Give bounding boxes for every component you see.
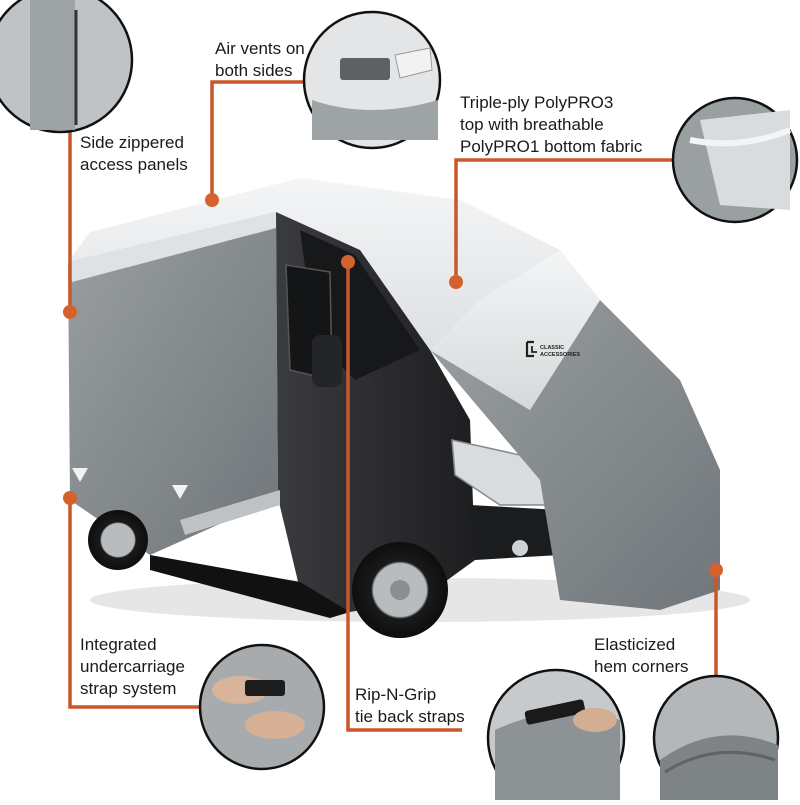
vent-detail-image [302, 10, 442, 150]
running-board [150, 555, 350, 618]
hood-cover-top [430, 250, 600, 410]
callout-line-strap [68, 498, 200, 709]
rear-wheel [88, 510, 148, 570]
callout-text: Elasticized [594, 635, 676, 654]
callout-dots [63, 193, 723, 577]
callout-label-ripngrip: Rip-N-Grip tie back straps [355, 684, 465, 728]
callout-text: hem corners [594, 657, 689, 676]
tie-back-strap-image [486, 668, 626, 805]
front-wheel-hub [390, 580, 410, 600]
callout-text: PolyPRO1 bottom fabric [460, 137, 643, 156]
callout-text: undercarriage [80, 657, 185, 676]
callout-text: top with breathable [460, 115, 604, 134]
callout-dot-ripngrip [341, 255, 355, 269]
fabric-detail-image [671, 96, 799, 224]
callout-text: Side zippered [80, 133, 184, 152]
callout-text: Triple-ply PolyPRO3 [460, 93, 614, 112]
fog-light [512, 540, 528, 556]
logo-line-1: CLASSIC [540, 345, 564, 351]
side-cover-panel [68, 212, 278, 555]
roof-edge-band [68, 212, 276, 282]
zipper-tab [172, 485, 188, 499]
callout-dot-vents [205, 193, 219, 207]
callout-text: Air vents on [215, 39, 305, 58]
van-mirror [312, 335, 342, 387]
callout-line-fabric [454, 158, 672, 282]
van-side-stripe [180, 490, 280, 535]
callout-line-ripngrip [346, 262, 462, 732]
callout-label-strap: Integrated undercarriage strap system [80, 634, 185, 700]
callout-dot-fabric [449, 275, 463, 289]
callout-text: tie back straps [355, 707, 465, 726]
callout-text: Rip-N-Grip [355, 685, 437, 704]
callout-label-fabric: Triple-ply PolyPRO3 top with breathable … [460, 92, 642, 158]
logo-line-2: ACCESSORIES [540, 352, 580, 358]
brand-logo: CLASSIC ACCESSORIES [525, 340, 580, 358]
callout-dot-strap [63, 491, 77, 505]
callout-dot-zipper [63, 305, 77, 319]
callout-line-vents [210, 80, 312, 200]
callout-text: Integrated [80, 635, 157, 654]
callout-dot-hem [709, 563, 723, 577]
callout-text: strap system [80, 679, 177, 698]
zipper-detail-image [0, 0, 134, 134]
callout-text: both sides [215, 61, 293, 80]
hem-corner-image [652, 674, 780, 802]
hood-cover-panel [430, 300, 720, 610]
callout-label-zipper: Side zippered access panels [80, 132, 188, 176]
callout-lines [68, 80, 718, 732]
headlight [451, 439, 567, 506]
callout-label-hem: Elasticized hem corners [594, 634, 688, 678]
strap-buckle-image [198, 643, 326, 771]
callout-label-vents: Air vents on both sides [215, 38, 305, 82]
zipper-tab [72, 468, 88, 482]
front-bumper [470, 505, 560, 560]
callout-text: access panels [80, 155, 188, 174]
